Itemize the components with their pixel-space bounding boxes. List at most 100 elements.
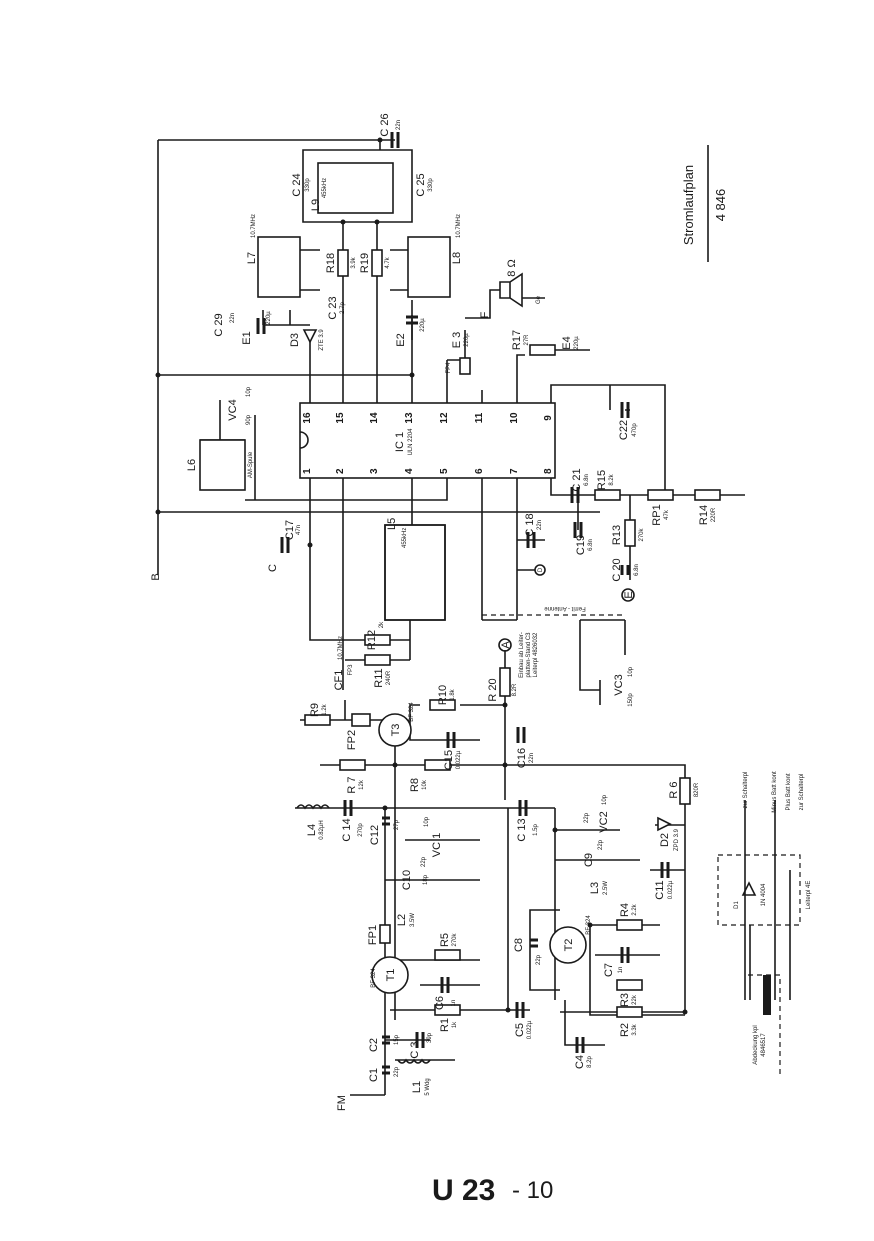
value-c12: 27p (394, 819, 400, 830)
ic1-pin: 3 (369, 468, 380, 474)
value-vc4-trim: 10p (246, 386, 252, 397)
value-c25: 330p (428, 178, 434, 192)
value-r13: 270k (639, 527, 645, 541)
value-r6: 820R (694, 782, 700, 797)
drawing-title: Stromlaufplan (681, 165, 696, 245)
junction-dots (155, 137, 688, 1015)
value-d1: 1N 4004 (761, 883, 767, 906)
value-c16: 22n (529, 753, 535, 763)
cover-label: Abdeckung kpl (753, 1025, 759, 1064)
label-r3: R3 (619, 993, 631, 1007)
value-c23: 2.7p (340, 302, 346, 314)
page-code: U 23 (432, 1174, 495, 1207)
label-c25: C 25 (415, 173, 427, 196)
component-shapes (199, 132, 801, 1075)
label-d2: D2 (659, 833, 671, 847)
value-r19: 4.7k (385, 256, 391, 268)
label-vc2: VC2 (598, 811, 610, 832)
label-fp3: FP3 (348, 664, 354, 676)
label-c18: C 18 (524, 513, 536, 536)
label-c2: C2 (368, 1038, 380, 1052)
label-c8: C8 (513, 938, 525, 952)
value-c18: 22n (537, 520, 543, 530)
ic1-pin: 5 (439, 468, 450, 474)
value-rp1: 47k (664, 509, 670, 520)
value-r5: 270k (452, 932, 458, 946)
terminal-a: A (500, 641, 512, 649)
label-c15: C15 (443, 750, 455, 770)
label-c3: C 3 (409, 1041, 421, 1058)
label-r15: R15 (596, 470, 608, 490)
value-e1: 220µ (266, 311, 272, 325)
label-r10: R10 (437, 685, 449, 705)
label-c17: C17 (284, 520, 296, 540)
label-e2: E2 (395, 333, 407, 346)
value-c6: 1n (451, 1000, 457, 1007)
label-l6: L6 (186, 459, 198, 471)
label-c21: C 21 (571, 468, 583, 491)
value-c29: 22n (230, 313, 236, 323)
value-l4: 0.82µH (319, 820, 325, 839)
value-r20: 8.2R (512, 683, 518, 696)
value-c10: 18p (423, 874, 429, 885)
ic1-pin: 9 (543, 415, 554, 421)
label-r4: R4 (619, 903, 631, 917)
label-vc4: VC4 (227, 399, 239, 420)
value-l9: 455kHz (322, 178, 328, 198)
value-vc3-main: 150p (628, 693, 634, 707)
ic1-pin: 8 (543, 468, 554, 474)
value-r18: 3.9k (351, 256, 357, 268)
wire-label: zur Schalterpl (799, 774, 805, 811)
ic1-pin: 1 (302, 468, 313, 474)
label-d1: D1 (734, 901, 740, 909)
label-c7: C7 (603, 963, 615, 977)
ic1-pin: 12 (439, 412, 450, 424)
label-l1: L1 (411, 1081, 423, 1093)
ic1-label: IC 1 (394, 432, 406, 452)
label-l9: L9 (310, 199, 322, 211)
value-c22: 470p (632, 423, 638, 437)
label-r11: R11 (373, 668, 385, 687)
value-l1: 5 Wdg (425, 1078, 431, 1095)
ic1-type: ULN 2204 (408, 428, 414, 456)
label-r7: R 7 (346, 776, 358, 793)
value-c17: 47n (296, 525, 302, 535)
value-t2: BF 324 (586, 915, 592, 935)
label-c16: C16 (516, 748, 528, 768)
wire-label: Plus Batt kont (786, 773, 792, 810)
r20-note-line3: Leiterpl 4826032 (533, 632, 539, 677)
value-c7: 1n (618, 967, 624, 974)
value-vc3-trim: 10p (628, 666, 634, 677)
value-c21: 6.8n (584, 474, 590, 486)
label-r17: R17 (511, 330, 523, 350)
value-r7: 12k (359, 779, 365, 790)
label-c9: C9 (583, 853, 595, 867)
value-r1: 1k (452, 1021, 458, 1028)
terminals: B C D E A FM (150, 564, 635, 1111)
page-number: - 10 (512, 1177, 553, 1204)
value-l7: 10.7MHz (251, 214, 257, 238)
label-t3: T3 (390, 724, 402, 737)
label-rp1: RP1 (651, 504, 663, 525)
label-c11: C11 (654, 880, 666, 899)
label-c20: C 20 (611, 558, 623, 581)
terminal-b: B (150, 573, 162, 580)
label-r19: R19 (359, 253, 371, 273)
label-c29: C 29 (213, 313, 225, 336)
label-c19: C19 (575, 535, 587, 555)
value-vc1-main: 22p (421, 856, 427, 867)
terminal-c: C (267, 564, 279, 572)
label-l4: L4 (306, 824, 318, 836)
label-r5: R5 (439, 933, 451, 947)
value-c19: 6.8n (588, 539, 594, 551)
terminal-d: D (538, 567, 544, 572)
label-l2: L2 (396, 914, 408, 926)
label-l8: L8 (451, 252, 463, 264)
value-c15: 0.022µ (456, 750, 462, 769)
label-c13: C 13 (516, 818, 528, 841)
value-c4: 8.2p (587, 1056, 593, 1068)
label-r1: R1 (439, 1018, 451, 1032)
value-t1: BF 324 (371, 968, 377, 988)
label-c12: C12 (369, 825, 381, 845)
terminal-e: E (623, 591, 635, 598)
